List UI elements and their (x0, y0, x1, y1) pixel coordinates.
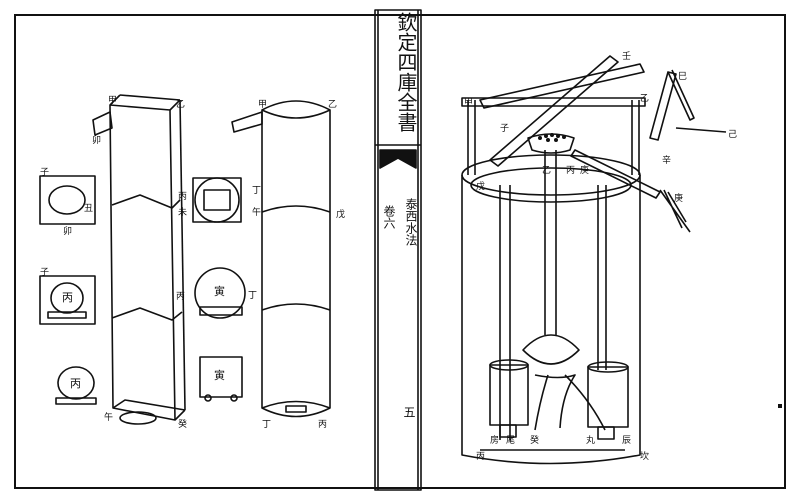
label: 丙 (476, 452, 486, 462)
label: 丙 (566, 166, 576, 176)
label: 辛 (662, 156, 672, 166)
left-circle-1 (48, 185, 86, 215)
volume-label: 卷六 (382, 205, 396, 229)
label: 丙 (70, 377, 81, 390)
label: 甲 (258, 100, 268, 110)
label: 丁 (262, 420, 272, 430)
page-number: 五 (402, 406, 416, 418)
label: 乙 (640, 94, 650, 104)
label: 癸 (178, 420, 188, 430)
label: 子 (40, 168, 50, 178)
label: 戊 (476, 182, 486, 192)
left-square-1 (39, 175, 96, 225)
label: 庚 (674, 194, 684, 204)
label: 戊 (336, 210, 346, 220)
label: 乙 (328, 100, 338, 110)
bowl-texture (538, 133, 566, 142)
label: 己 (728, 130, 738, 140)
label: 寅 (214, 285, 225, 298)
book-title: 欽定四庫全書 (394, 12, 418, 132)
label: 丙 (178, 192, 188, 202)
water-machine (461, 55, 727, 465)
page-border (14, 14, 786, 489)
label: 壬 (622, 52, 632, 62)
label: 午 (252, 208, 262, 218)
label: 丙 (176, 292, 186, 302)
square-tube (92, 94, 186, 425)
label: 丸 (586, 436, 596, 446)
label: 巳 (678, 72, 688, 82)
label: 子 (40, 268, 50, 278)
left-circle-3 (57, 366, 95, 400)
label: 辰 (622, 436, 632, 446)
left-circle-2 (50, 282, 84, 314)
spine-fishtail (379, 149, 417, 169)
label: 未 (178, 208, 188, 218)
left-square-2 (39, 275, 96, 325)
round-tube (231, 100, 331, 418)
label: 丁 (252, 186, 262, 196)
label: 乙 (176, 100, 186, 110)
book-subtitle: 泰西水法 (404, 198, 418, 246)
label: 尾 (506, 436, 516, 446)
label: 癸 (530, 436, 540, 446)
label: 丑 (84, 204, 94, 214)
label: 卯 (63, 227, 73, 237)
label: 卯 (92, 136, 102, 146)
label: 房 (490, 436, 500, 446)
label: 丙 (318, 420, 328, 430)
label: 子 (500, 124, 510, 134)
label: 庚 (580, 166, 590, 176)
label: 甲 (464, 98, 474, 108)
label: 乙 (542, 166, 552, 176)
label: 丁 (248, 291, 258, 301)
label: 丙 (62, 291, 73, 304)
spine-panel (374, 9, 422, 491)
label: 午 (104, 413, 114, 423)
label: 坎 (640, 452, 650, 462)
label: 甲 (108, 96, 118, 106)
mid-square-2 (199, 356, 243, 398)
mid-circle (194, 267, 246, 319)
label: 寅 (214, 369, 225, 382)
